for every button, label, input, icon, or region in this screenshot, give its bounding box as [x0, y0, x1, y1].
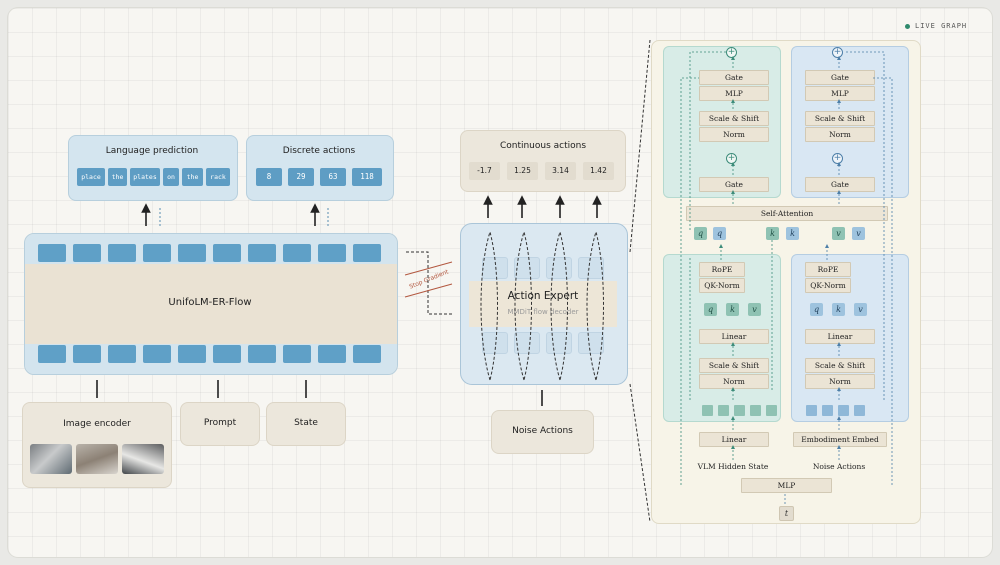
rope-block: RoPE: [699, 262, 745, 277]
vlm-token: [248, 244, 276, 262]
camera-image-thumbnail: [76, 444, 118, 474]
language-token: the: [182, 168, 203, 186]
action-expert-title: Action Expert: [507, 290, 579, 302]
query-token: q: [810, 303, 823, 316]
key-token: k: [766, 227, 779, 240]
state-label: State: [294, 418, 318, 428]
language-token: place: [77, 168, 105, 186]
gate-block: Gate: [699, 70, 769, 85]
qk-norm-block: QK-Norm: [699, 278, 745, 293]
prompt-box: Prompt: [180, 402, 260, 446]
gate-block: Gate: [805, 70, 875, 85]
action-token: [806, 405, 817, 416]
discrete-actions-title: Discrete actions: [282, 146, 356, 156]
action-expert-token: [578, 332, 604, 354]
action-expert-token: [578, 257, 604, 279]
language-token: on: [163, 168, 179, 186]
vlm-token: [73, 345, 101, 363]
hidden-state-token: [766, 405, 777, 416]
prompt-label: Prompt: [203, 418, 237, 428]
action-token: [854, 405, 865, 416]
norm-block: Norm: [699, 127, 769, 142]
hidden-state-token: [750, 405, 761, 416]
timestep-mlp-block: MLP: [741, 478, 832, 493]
query-token: q: [704, 303, 717, 316]
discrete-action-token: 118: [352, 168, 382, 186]
action-expert-token: [514, 332, 540, 354]
vlm-token: [178, 345, 206, 363]
hidden-state-token: [702, 405, 713, 416]
vlm-token: [108, 244, 136, 262]
key-token: k: [726, 303, 739, 316]
action-token: [838, 405, 849, 416]
vlm-token: [353, 244, 381, 262]
continuous-actions-title: Continuous actions: [499, 141, 587, 151]
discrete-action-token: 29: [288, 168, 314, 186]
vlm-token: [353, 345, 381, 363]
camera-image-thumbnail: [30, 444, 72, 474]
language-token: the: [108, 168, 127, 186]
action-expert-token: [514, 257, 540, 279]
norm-block: Norm: [805, 127, 875, 142]
vlm-token: [143, 345, 171, 363]
self-attention-block: Self-Attention: [686, 206, 888, 221]
vlm-token: [38, 345, 66, 363]
action-expert-core: [469, 281, 617, 327]
action-expert-subtitle: MMDiT flow decoder: [507, 308, 579, 316]
vlm-token: [248, 345, 276, 363]
value-token: v: [854, 303, 867, 316]
vlm-token: [73, 244, 101, 262]
language-token: plates: [130, 168, 160, 186]
value-token: v: [748, 303, 761, 316]
continuous-actions-panel: Continuous actions: [460, 130, 626, 192]
action-token: [822, 405, 833, 416]
hidden-state-token: [734, 405, 745, 416]
live-status-dot: [905, 23, 910, 29]
vlm-token: [283, 345, 311, 363]
value-token: v: [832, 227, 845, 240]
camera-image-thumbnail: [122, 444, 164, 474]
vlm-token: [283, 244, 311, 262]
query-token: q: [694, 227, 707, 240]
vlm-model-name: UnifoLM-ER-Flow: [168, 297, 252, 308]
noise-actions-label: Noise Actions: [512, 426, 573, 436]
noise-actions-box: Noise Actions: [491, 410, 594, 454]
language-prediction-title: Language prediction: [105, 146, 199, 156]
scale-shift-block: Scale & Shift: [805, 111, 875, 126]
continuous-action-value: 3.14: [545, 162, 576, 180]
scale-shift-block: Scale & Shift: [699, 358, 769, 373]
vlm-token: [38, 244, 66, 262]
continuous-action-value: 1.42: [583, 162, 614, 180]
language-token: rack: [206, 168, 230, 186]
key-token: k: [832, 303, 845, 316]
live-graph-label: LIVE GRAPH: [915, 22, 968, 30]
image-encoder-label: Image encoder: [63, 419, 131, 429]
query-token: q: [713, 227, 726, 240]
vlm-hidden-state-label: VLM Hidden State: [697, 462, 769, 471]
qk-norm-block: QK-Norm: [805, 278, 851, 293]
value-token: v: [852, 227, 865, 240]
noise-actions-label: Noise Actions: [812, 462, 866, 471]
vlm-token: [318, 345, 346, 363]
vlm-token: [143, 244, 171, 262]
live-graph-badge: LIVE GRAPH: [905, 22, 967, 30]
vlm-token: [213, 244, 241, 262]
discrete-action-token: 8: [256, 168, 282, 186]
timestep-token: t: [779, 506, 794, 521]
vlm-token: [178, 244, 206, 262]
scale-shift-block: Scale & Shift: [805, 358, 875, 373]
discrete-action-token: 63: [320, 168, 346, 186]
vlm-token: [108, 345, 136, 363]
rope-block: RoPE: [805, 262, 851, 277]
scale-shift-block: Scale & Shift: [699, 111, 769, 126]
vlm-token: [213, 345, 241, 363]
state-box: State: [266, 402, 346, 446]
vlm-token: [318, 244, 346, 262]
continuous-action-value: -1.7: [469, 162, 500, 180]
key-token: k: [786, 227, 799, 240]
hidden-state-token: [718, 405, 729, 416]
continuous-action-value: 1.25: [507, 162, 538, 180]
